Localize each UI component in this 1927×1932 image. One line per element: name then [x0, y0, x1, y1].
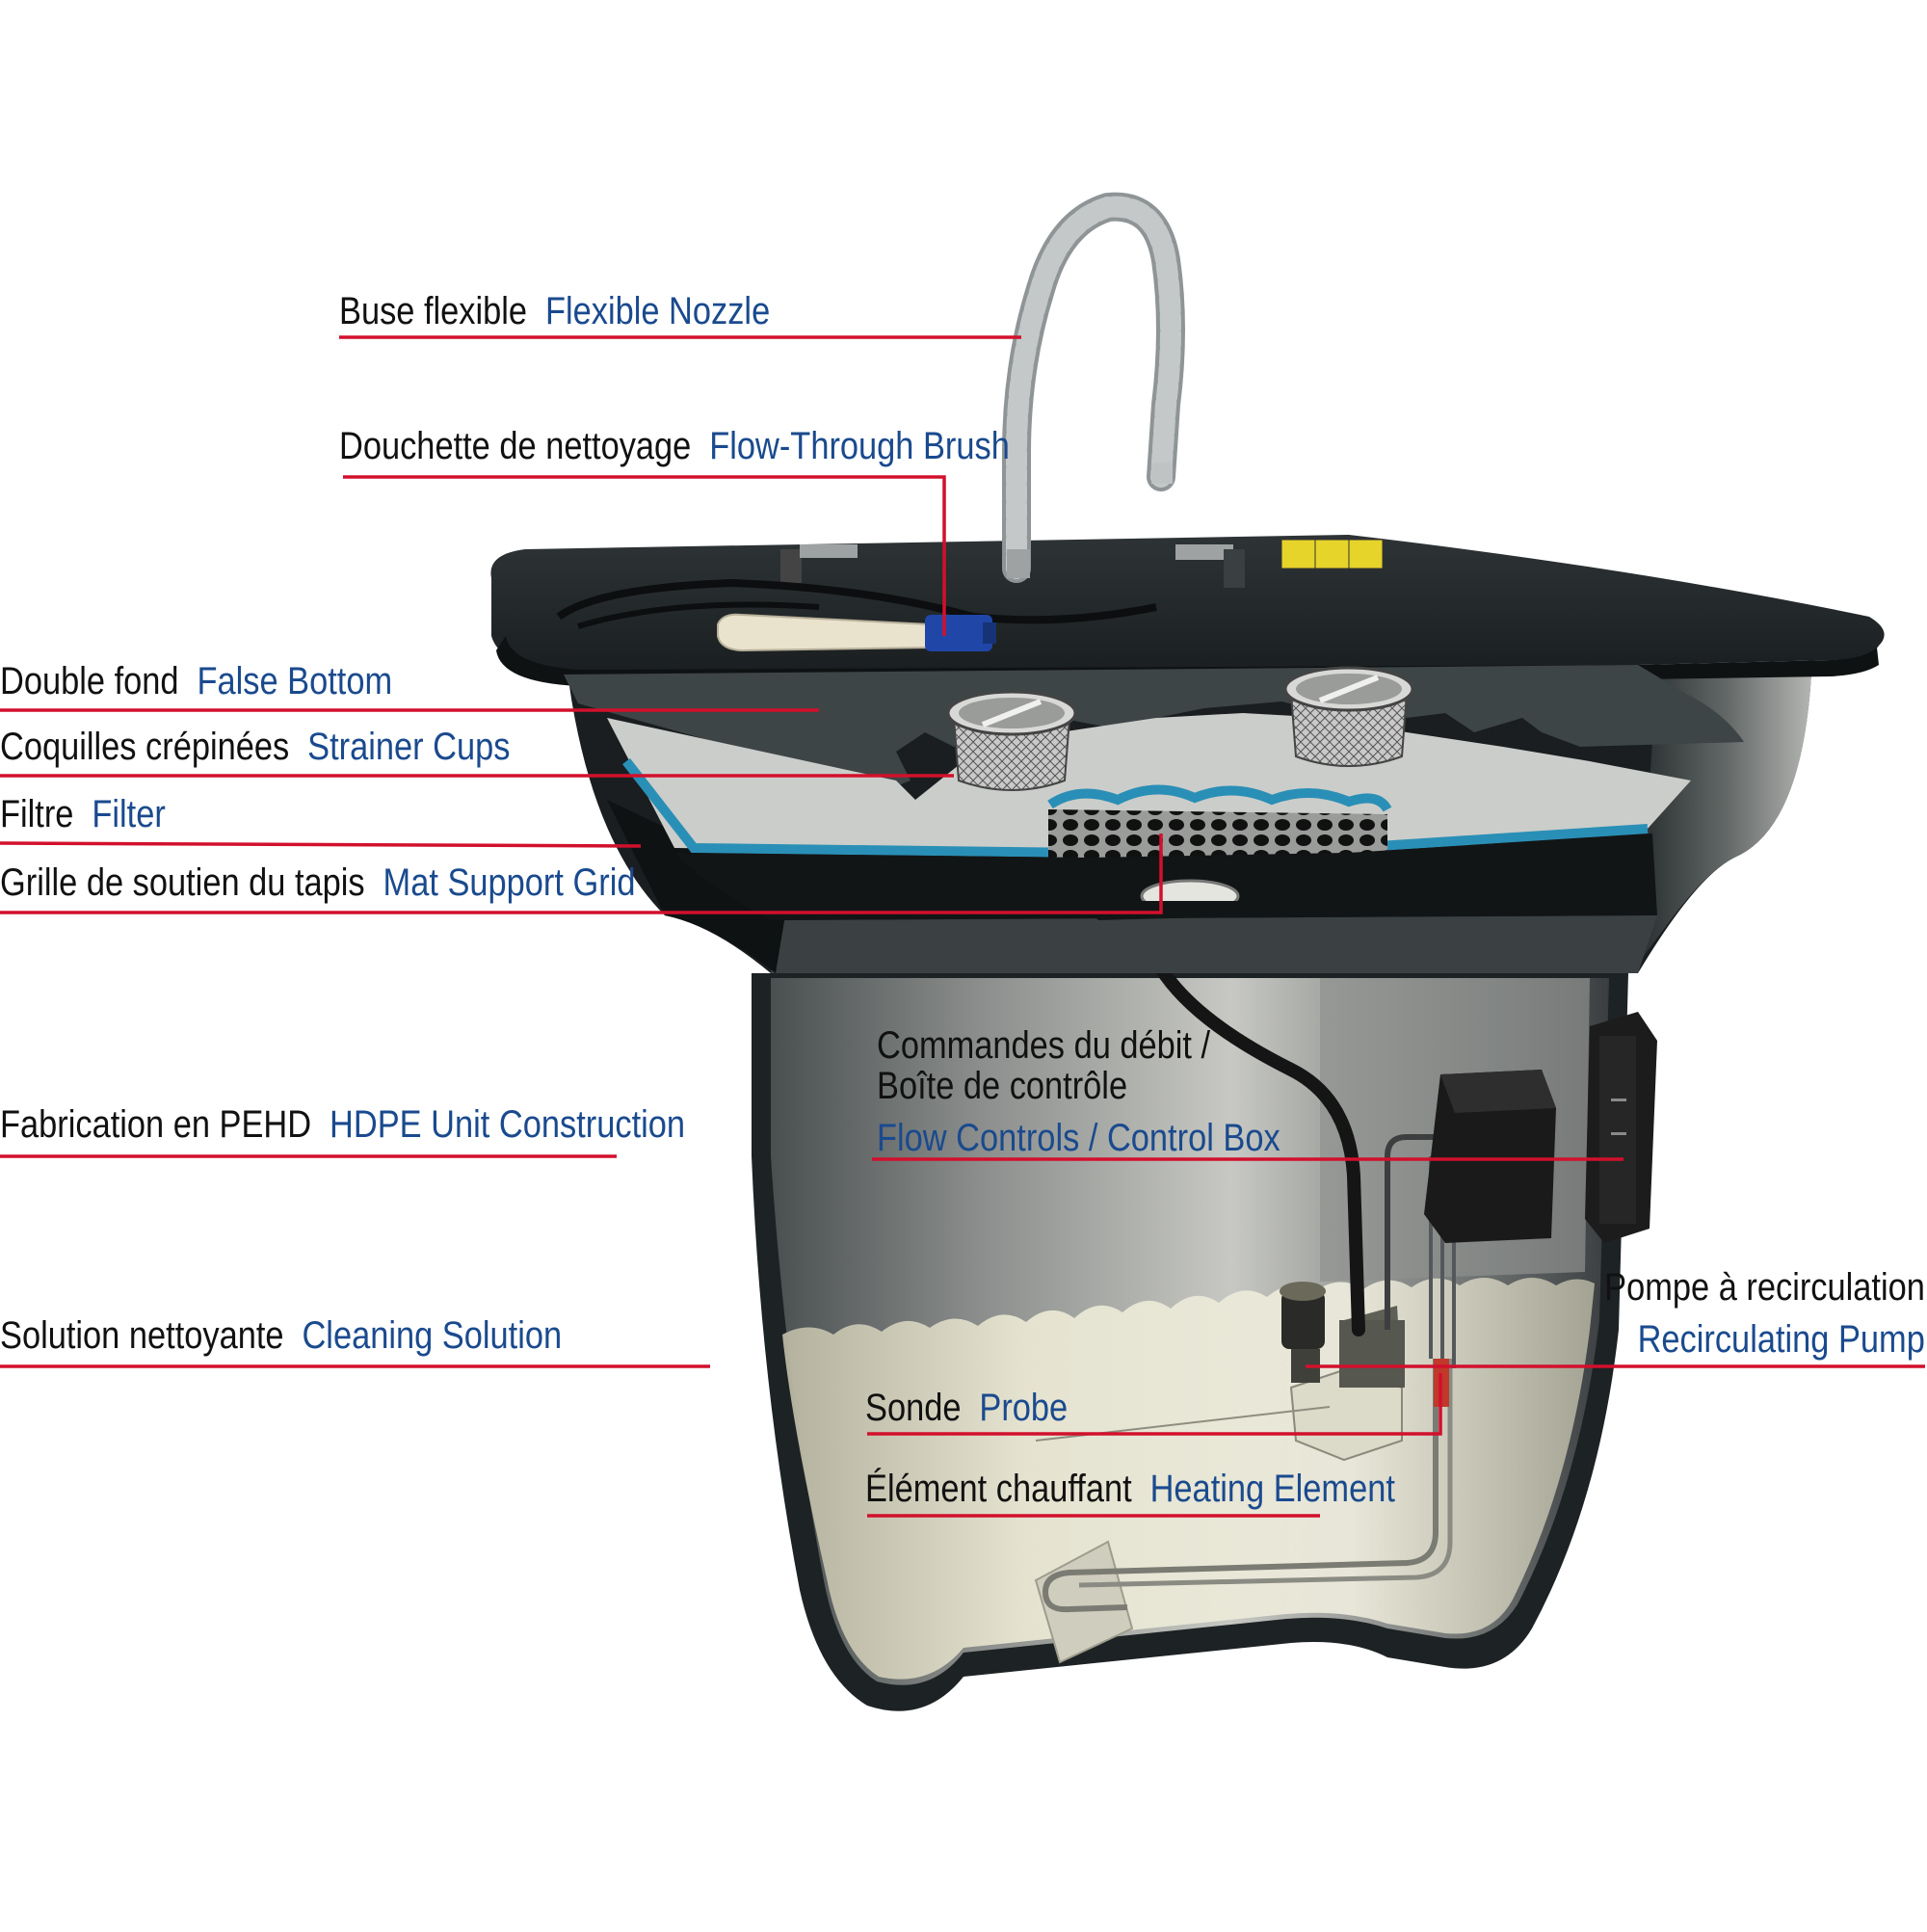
- callout-strainer-cups: Coquilles crépinées Strainer Cups: [0, 725, 510, 769]
- strainer-cups-shapes: [946, 666, 1414, 791]
- strainer-cup-left: [946, 690, 1077, 791]
- callout-hdpe-construction: Fabrication en PEHD HDPE Unit Constructio…: [0, 1102, 685, 1147]
- callout-recirculating-pump: Pompe à recirculation Recirculating Pump: [1604, 1265, 1925, 1362]
- callout-flow-through-brush: Douchette de nettoyage Flow-Through Brush: [339, 424, 1010, 468]
- flexible-nozzle-label-fr: Buse flexible: [339, 290, 528, 332]
- leader-filter: [0, 841, 642, 848]
- flow-controls-label-fr-line2: Boîte de contrôle: [877, 1065, 1128, 1107]
- sink-lid: [490, 535, 1885, 686]
- leader-probe: [867, 1373, 1442, 1436]
- flow-through-brush-shape: [717, 613, 996, 652]
- control-box-shape: [1424, 1012, 1657, 1243]
- flexible-nozzle-label-en: Flexible Nozzle: [544, 290, 771, 332]
- callout-heating-element: Élément chauffant Heating Element: [865, 1467, 1395, 1511]
- leader-lines: [0, 335, 1925, 1518]
- hdpe-construction-label-fr: Fabrication en PEHD: [0, 1103, 312, 1146]
- false-bottom-label-fr: Double fond: [0, 660, 179, 702]
- mat-support-grid-label-fr: Grille de soutien du tapis: [0, 861, 365, 904]
- filter-label-en: Filter: [92, 793, 166, 835]
- flow-controls-label-fr-line1: Commandes du débit /: [877, 1024, 1211, 1067]
- cutaway-layers: [564, 665, 1744, 920]
- filter-label-fr: Filtre: [0, 793, 74, 835]
- strainer-cups-label-fr: Coquilles crépinées: [0, 726, 290, 768]
- callout-filter: Filtre Filter: [0, 792, 166, 836]
- pump-tube: [1385, 1134, 1436, 1330]
- recirculating-pump-label-en: Recirculating Pump: [1637, 1318, 1925, 1361]
- recirculating-pump-label-fr: Pompe à recirculation: [1604, 1266, 1925, 1309]
- flow-through-brush-label-fr: Douchette de nettoyage: [339, 425, 692, 467]
- mat-support-grid-label-en: Mat Support Grid: [383, 861, 636, 904]
- probe-label-fr: Sonde: [865, 1387, 962, 1429]
- callout-false-bottom: Double fond False Bottom: [0, 659, 392, 703]
- callout-flexible-nozzle: Buse flexible Flexible Nozzle: [339, 289, 770, 333]
- callout-mat-support-grid: Grille de soutien du tapis Mat Support Gr…: [0, 860, 635, 905]
- hdpe-construction-label-en: HDPE Unit Construction: [330, 1103, 686, 1146]
- callout-cleaning-solution: Solution nettoyante Cleaning Solution: [0, 1313, 562, 1358]
- flexible-nozzle-shape: [1002, 192, 1185, 583]
- callout-probe: Sonde Probe: [865, 1386, 1068, 1430]
- supply-hose: [1154, 962, 1365, 1337]
- callout-flow-controls: Commandes du débit / Boîte de contrôle F…: [877, 1023, 1280, 1160]
- flow-through-brush-label-en: Flow-Through Brush: [709, 425, 1010, 467]
- leader-flow-through-brush: [343, 475, 946, 636]
- false-bottom-label-en: False Bottom: [197, 660, 393, 702]
- heating-element-label-fr: Élément chauffant: [865, 1468, 1132, 1510]
- heating-element-label-en: Heating Element: [1149, 1468, 1395, 1510]
- cleaning-solution-label-en: Cleaning Solution: [302, 1314, 563, 1357]
- strainer-cups-label-en: Strainer Cups: [307, 726, 511, 768]
- leader-mat-support-grid: [0, 834, 1163, 914]
- strainer-cup-right: [1283, 666, 1414, 767]
- flow-controls-label-en: Flow Controls / Control Box: [877, 1117, 1280, 1159]
- probe-label-en: Probe: [979, 1387, 1069, 1429]
- cleaning-solution-label-fr: Solution nettoyante: [0, 1314, 284, 1357]
